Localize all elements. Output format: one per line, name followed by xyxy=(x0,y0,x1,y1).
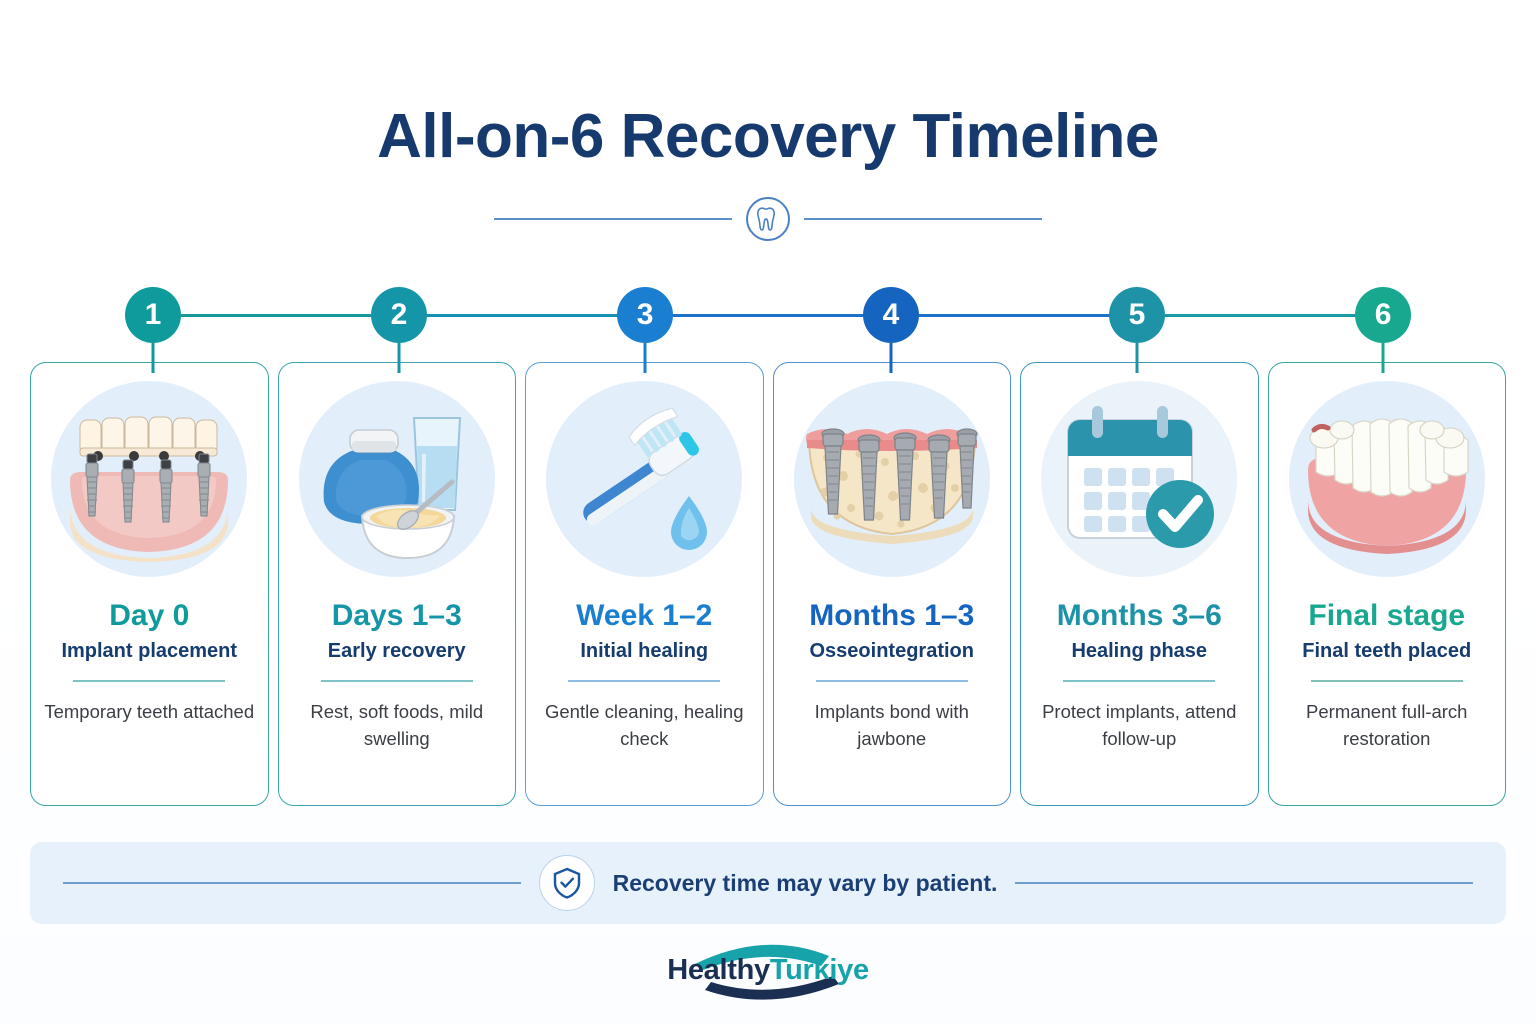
timeline-node-label: 1 xyxy=(144,298,162,331)
timeline-node-4[interactable]: 4 xyxy=(862,287,919,343)
brand-logo[interactable]: HealthyTurkiye xyxy=(0,938,1536,1004)
disclaimer-text: Recovery time may vary by patient. xyxy=(612,869,998,896)
step-card-subheading: Initial healing xyxy=(580,640,709,662)
timeline-arrow-4-5 xyxy=(890,307,1142,324)
timeline-node-label: 3 xyxy=(636,298,654,331)
step-cards: Day 0 Implant placement Temporary teeth … xyxy=(30,362,1506,806)
timeline-stem-6 xyxy=(1381,343,1385,373)
timeline-stem-1 xyxy=(151,343,155,373)
tooth-icon xyxy=(746,196,790,241)
timeline-stem-4 xyxy=(889,343,893,373)
step-card-2[interactable]: Days 1–3 Early recovery Rest, soft foods… xyxy=(277,362,516,806)
step-card-heading: Week 1–2 xyxy=(576,599,713,632)
step-card-6[interactable]: Final stage Final teeth placed Permanent… xyxy=(1267,362,1506,806)
step-card-rule xyxy=(815,680,968,682)
timeline-strip: 1 2 3 4 5 6 xyxy=(30,287,1506,373)
timeline-node-3[interactable]: 3 xyxy=(617,287,674,343)
step-card-heading: Days 1–3 xyxy=(331,599,462,632)
timeline-node-label: 6 xyxy=(1374,298,1392,331)
logo-arcs-icon xyxy=(695,944,839,1000)
ice-pack-soft-food-icon xyxy=(298,381,495,577)
timeline-arrow-3-4 xyxy=(645,307,896,324)
step-card-rule xyxy=(73,680,226,682)
calendar-check-icon xyxy=(1041,381,1238,577)
step-card-subheading: Implant placement xyxy=(61,640,238,662)
shield-check-icon xyxy=(538,855,595,911)
disclaimer-banner: Recovery time may vary by patient. xyxy=(30,842,1506,924)
toothbrush-water-drop-icon xyxy=(546,381,743,577)
logo-word-two: Turkiye xyxy=(769,954,869,986)
step-card-4[interactable]: Months 1–3 Osseointegration Implants bon… xyxy=(772,362,1011,806)
timeline-stem-2 xyxy=(397,343,401,373)
note-rule-left xyxy=(62,882,521,884)
step-card-3[interactable]: Week 1–2 Initial healing Gentle cleaning… xyxy=(525,362,764,806)
step-card-rule xyxy=(1063,680,1216,682)
step-card-subheading: Early recovery xyxy=(327,640,466,662)
step-card-subheading: Final teeth placed xyxy=(1302,640,1472,662)
page-title: All-on-6 Recovery Timeline xyxy=(377,102,1159,171)
step-card-heading: Months 1–3 xyxy=(809,599,975,632)
step-card-body: Rest, soft foods, mild swelling xyxy=(310,700,484,749)
timeline-arrow-1-2 xyxy=(152,307,404,324)
divider-rule-right xyxy=(804,217,1042,220)
step-card-body: Protect implants, attend follow-up xyxy=(1042,700,1237,749)
step-card-heading: Day 0 xyxy=(109,599,190,632)
step-card-rule xyxy=(1310,680,1463,682)
step-card-subheading: Osseointegration xyxy=(809,640,974,662)
timeline-node-label: 2 xyxy=(390,298,408,331)
divider-rule-left xyxy=(494,217,732,220)
step-card-body: Implants bond with jawbone xyxy=(814,700,969,749)
implants-with-bridge-icon xyxy=(51,381,248,577)
timeline-stem-3 xyxy=(643,343,647,373)
step-card-heading: Months 3–6 xyxy=(1056,599,1222,632)
timeline-node-6[interactable]: 6 xyxy=(1355,287,1412,343)
jawbone-implants-icon xyxy=(793,381,990,577)
step-card-1[interactable]: Day 0 Implant placement Temporary teeth … xyxy=(30,362,269,806)
timeline-arrow-2-3 xyxy=(399,307,650,324)
timeline-node-1[interactable]: 1 xyxy=(124,287,181,343)
timeline-node-5[interactable]: 5 xyxy=(1109,287,1165,343)
full-arch-denture-icon xyxy=(1288,381,1485,577)
step-card-body: Permanent full-arch restoration xyxy=(1306,700,1468,749)
timeline-node-label: 4 xyxy=(882,298,900,331)
step-card-subheading: Healing phase xyxy=(1071,640,1208,662)
logo-wordmark: HealthyTurkiye xyxy=(653,954,883,987)
step-card-body: Temporary teeth attached xyxy=(44,700,255,722)
logo-word-one: Healthy xyxy=(667,954,770,986)
timeline-arrow-5-6 xyxy=(1137,307,1388,324)
step-card-body: Gentle cleaning, healing check xyxy=(544,700,744,749)
title-divider xyxy=(0,196,1536,241)
step-card-rule xyxy=(320,680,473,682)
step-card-rule xyxy=(568,680,721,682)
timeline-node-label: 5 xyxy=(1128,298,1146,331)
timeline-stem-5 xyxy=(1135,343,1139,373)
timeline-node-2[interactable]: 2 xyxy=(371,287,427,343)
step-card-5[interactable]: Months 3–6 Healing phase Protect implant… xyxy=(1020,362,1259,806)
step-card-heading: Final stage xyxy=(1308,599,1466,632)
note-rule-right xyxy=(1015,882,1474,884)
